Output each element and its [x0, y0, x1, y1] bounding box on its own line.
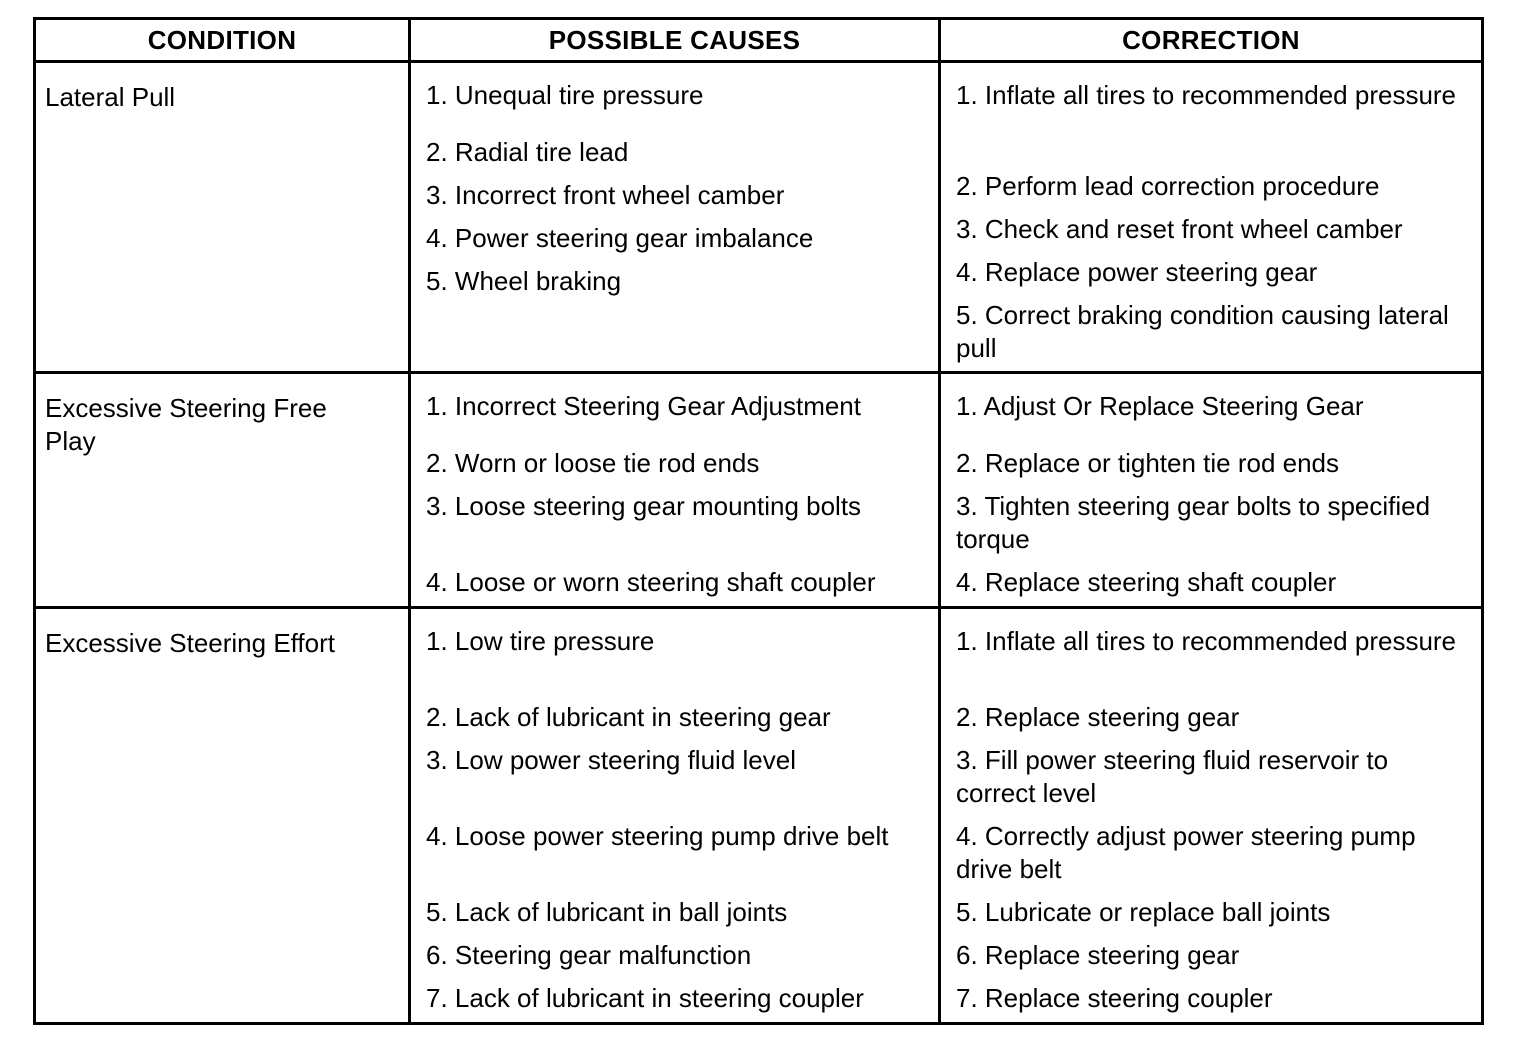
cause-item: 3. Incorrect front wheel camber	[426, 180, 785, 210]
correction-item: 3. Tighten steering gear bolts to specif…	[956, 491, 1431, 554]
correction-item: 2. Perform lead correction procedure	[956, 171, 1380, 201]
condition-cell: Lateral Pull	[33, 60, 411, 374]
corrections-cell: 1. Adjust Or Replace Steering Gear 2. Re…	[938, 371, 1484, 609]
cause-item: 5. Wheel braking	[426, 266, 622, 296]
cause-item: 2. Radial tire lead	[426, 137, 629, 167]
correction-item: 6. Replace steering gear	[956, 940, 1240, 970]
cause-item: 5. Lack of lubricant in ball joints	[426, 897, 788, 927]
correction-item: 7. Replace steering coupler	[956, 983, 1273, 1013]
correction-item: 2. Replace steering gear	[956, 702, 1240, 732]
cause-item: 4. Power steering gear imbalance	[426, 223, 814, 253]
cause-item: 4. Loose or worn steering shaft coupler	[426, 567, 876, 597]
correction-item: 4. Replace steering shaft coupler	[956, 567, 1337, 597]
corrections-cell: 1. Inflate all tires to recommended pres…	[938, 60, 1484, 374]
correction-item: 2. Replace or tighten tie rod ends	[956, 448, 1340, 478]
correction-item: 5. Correct braking condition causing lat…	[956, 300, 1449, 363]
cause-item: 3. Low power steering fluid level	[426, 745, 796, 775]
cause-item: 7. Lack of lubricant in steering coupler	[426, 983, 864, 1013]
condition-label: Excessive Steering Effort	[45, 628, 335, 658]
cause-item: 1. Unequal tire pressure	[426, 80, 704, 110]
condition-cell: Excessive Steering Effort	[33, 606, 411, 1025]
diagnosis-table: CONDITION POSSIBLE CAUSES CORRECTION Lat…	[33, 17, 1484, 1025]
correction-item: 3. Check and reset front wheel camber	[956, 214, 1403, 244]
correction-item: 1. Inflate all tires to recommended pres…	[956, 80, 1457, 110]
correction-item: 4. Correctly adjust power steering pump …	[956, 821, 1416, 884]
header-row: CONDITION POSSIBLE CAUSES CORRECTION	[33, 17, 1484, 63]
cause-item: 6. Steering gear malfunction	[426, 940, 752, 970]
correction-item: 5. Lubricate or replace ball joints	[956, 897, 1331, 927]
header-correction: CORRECTION	[938, 17, 1484, 63]
condition-label: Lateral Pull	[45, 82, 176, 112]
table-row-excessive-steering-effort: Excessive Steering Effort 1. Low tire pr…	[33, 606, 1484, 1025]
table-row-lateral-pull: Lateral Pull 1. Unequal tire pressure 2.…	[33, 60, 1484, 374]
cause-item: 2. Worn or loose tie rod ends	[426, 448, 760, 478]
causes-cell: 1. Unequal tire pressure 2. Radial tire …	[408, 60, 941, 374]
header-condition: CONDITION	[33, 17, 411, 63]
condition-cell: Excessive Steering Free Play	[33, 371, 411, 609]
correction-item: 1. Inflate all tires to recommended pres…	[956, 626, 1457, 656]
condition-label: Excessive Steering Free Play	[45, 393, 327, 456]
cause-item: 1. Low tire pressure	[426, 626, 655, 656]
cause-item: 3. Loose steering gear mounting bolts	[426, 491, 862, 521]
cause-item: 1. Incorrect Steering Gear Adjustment	[426, 391, 861, 421]
correction-item: 4. Replace power steering gear	[956, 257, 1318, 287]
correction-item: 3. Fill power steering fluid reservoir t…	[956, 745, 1389, 808]
cause-item: 4. Loose power steering pump drive belt	[426, 821, 889, 851]
cause-item: 2. Lack of lubricant in steering gear	[426, 702, 831, 732]
corrections-cell: 1. Inflate all tires to recommended pres…	[938, 606, 1484, 1025]
correction-item: 1. Adjust Or Replace Steering Gear	[956, 391, 1364, 421]
causes-cell: 1. Low tire pressure 2. Lack of lubrican…	[408, 606, 941, 1025]
table-row-excessive-steering-free-play: Excessive Steering Free Play 1. Incorrec…	[33, 371, 1484, 609]
causes-cell: 1. Incorrect Steering Gear Adjustment 2.…	[408, 371, 941, 609]
header-possible-causes: POSSIBLE CAUSES	[408, 17, 941, 63]
